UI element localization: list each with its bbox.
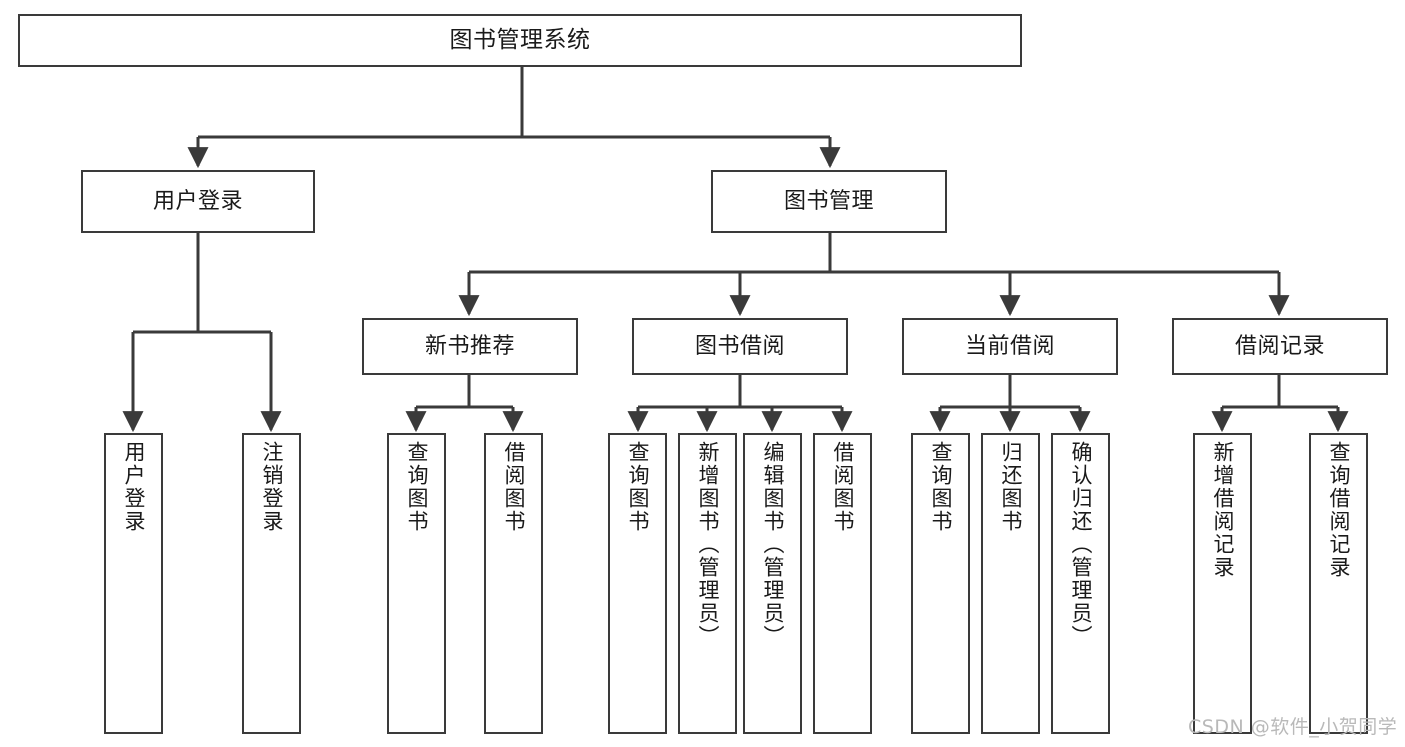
node-label: 新增图书（管理员） bbox=[696, 441, 720, 648]
node-label: 用户登录 bbox=[152, 188, 243, 214]
node-leaf-current-query[interactable]: 查询图书 bbox=[911, 433, 970, 734]
node-leaf-borrow-add-admin[interactable]: 新增图书（管理员） bbox=[678, 433, 737, 734]
node-label: 归还图书 bbox=[999, 441, 1023, 533]
node-label: 图书借阅 bbox=[694, 333, 785, 359]
node-label: 查询图书 bbox=[626, 441, 650, 533]
node-root-system[interactable]: 图书管理系统 bbox=[18, 14, 1022, 67]
node-label: 用户登录 bbox=[122, 441, 146, 533]
node-leaf-current-confirm-admin[interactable]: 确认归还（管理员） bbox=[1051, 433, 1110, 734]
node-label: 借阅记录 bbox=[1234, 333, 1325, 359]
node-label: 编辑图书（管理员） bbox=[761, 441, 785, 648]
node-label: 当前借阅 bbox=[964, 333, 1055, 359]
node-leaf-user-login-signin[interactable]: 用户登录 bbox=[104, 433, 163, 734]
node-leaf-newbook-query[interactable]: 查询图书 bbox=[387, 433, 446, 734]
node-label: 图书管理 bbox=[783, 188, 874, 214]
node-label: 新增借阅记录 bbox=[1211, 441, 1235, 579]
node-user-login[interactable]: 用户登录 bbox=[81, 170, 315, 233]
node-leaf-borrow-borrowbook[interactable]: 借阅图书 bbox=[813, 433, 872, 734]
node-leaf-current-return[interactable]: 归还图书 bbox=[981, 433, 1040, 734]
node-label: 注销登录 bbox=[260, 441, 284, 533]
node-label: 查询图书 bbox=[405, 441, 429, 533]
node-leaf-borrow-query[interactable]: 查询图书 bbox=[608, 433, 667, 734]
node-label: 新书推荐 bbox=[424, 333, 515, 359]
node-label: 确认归还（管理员） bbox=[1069, 441, 1093, 648]
node-label: 借阅图书 bbox=[831, 441, 855, 533]
node-label: 查询图书 bbox=[929, 441, 953, 533]
node-current-borrow[interactable]: 当前借阅 bbox=[902, 318, 1118, 375]
watermark-text: CSDN @软件_小贺同学 bbox=[1188, 716, 1398, 738]
node-leaf-record-add[interactable]: 新增借阅记录 bbox=[1193, 433, 1252, 734]
node-label: 图书管理系统 bbox=[449, 26, 591, 53]
node-label: 查询借阅记录 bbox=[1327, 441, 1351, 579]
node-leaf-record-query[interactable]: 查询借阅记录 bbox=[1309, 433, 1368, 734]
node-leaf-newbook-borrow[interactable]: 借阅图书 bbox=[484, 433, 543, 734]
node-label: 借阅图书 bbox=[502, 441, 526, 533]
node-new-book-recommend[interactable]: 新书推荐 bbox=[362, 318, 578, 375]
node-leaf-borrow-edit-admin[interactable]: 编辑图书（管理员） bbox=[743, 433, 802, 734]
node-leaf-user-login-signout[interactable]: 注销登录 bbox=[242, 433, 301, 734]
node-book-management[interactable]: 图书管理 bbox=[711, 170, 947, 233]
node-book-borrow[interactable]: 图书借阅 bbox=[632, 318, 848, 375]
node-borrow-record[interactable]: 借阅记录 bbox=[1172, 318, 1388, 375]
